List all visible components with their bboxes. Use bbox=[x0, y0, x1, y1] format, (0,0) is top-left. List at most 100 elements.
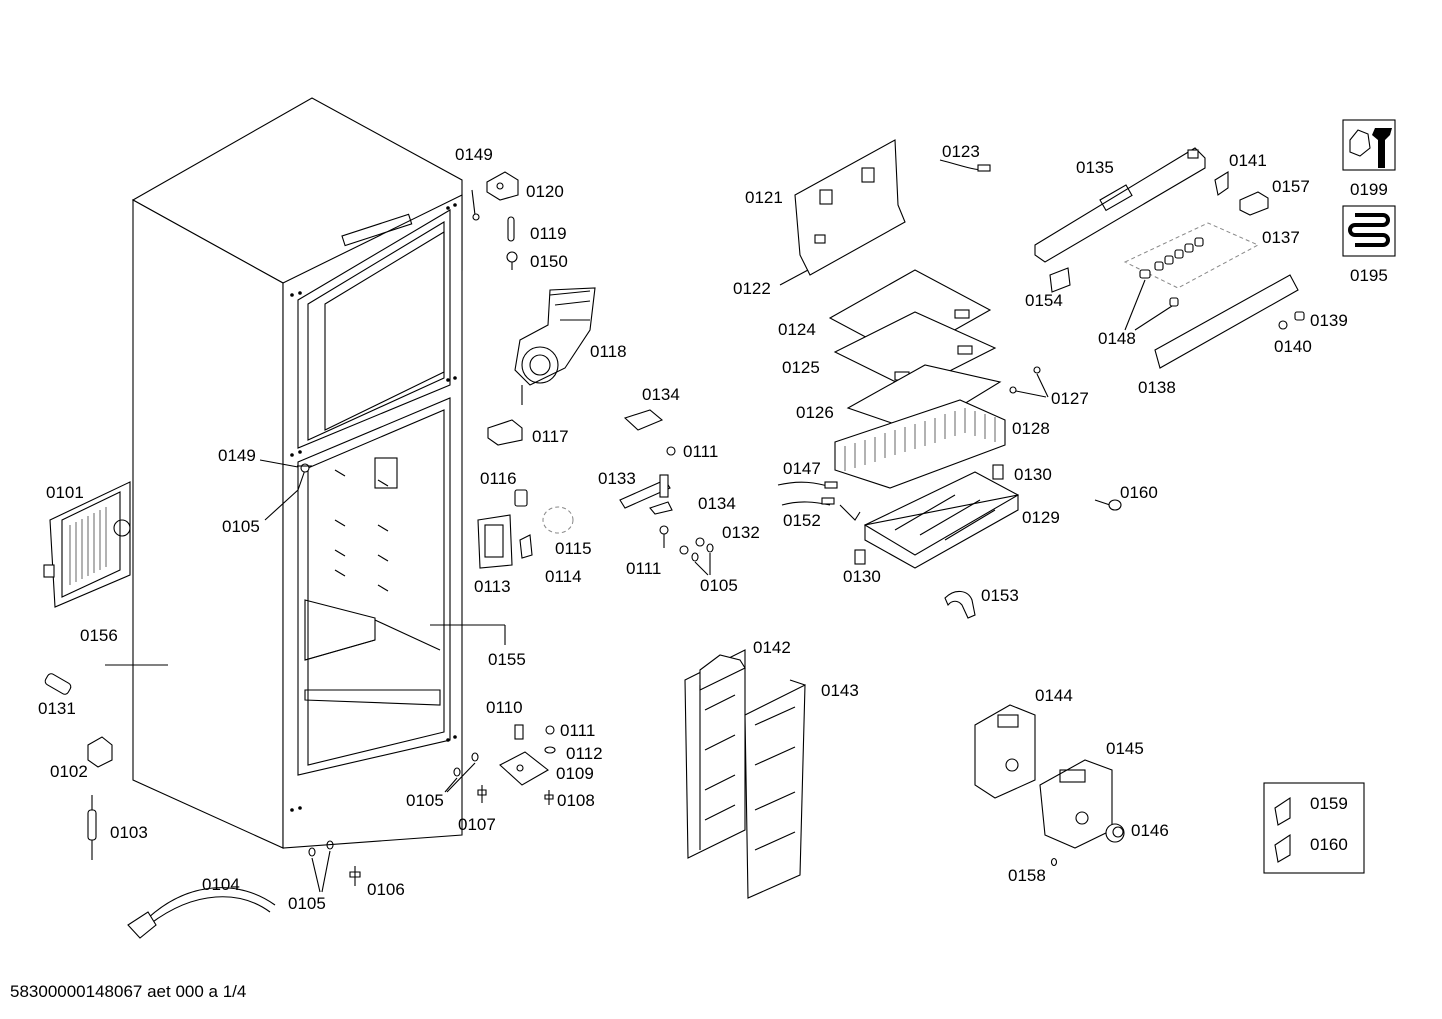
label-0108: 0108 bbox=[557, 791, 595, 810]
part-0102 bbox=[87, 736, 113, 768]
label-0125: 0125 bbox=[782, 358, 820, 377]
label-0158: 0158 bbox=[1008, 866, 1046, 885]
duct-0143 bbox=[744, 679, 806, 899]
label-0135: 0135 bbox=[1076, 158, 1114, 177]
label-0159: 0159 bbox=[1310, 794, 1348, 813]
wire-0123 bbox=[939, 159, 991, 172]
label-0143: 0143 bbox=[821, 681, 859, 700]
hinge-lower-0109 bbox=[499, 724, 556, 805]
label-0146: 0146 bbox=[1131, 821, 1169, 840]
part-0103 bbox=[87, 795, 97, 860]
label-0131: 0131 bbox=[38, 699, 76, 718]
heating-coil-icon bbox=[1342, 205, 1396, 257]
label-0155: 0155 bbox=[488, 650, 526, 669]
wires-0147-0152 bbox=[777, 481, 861, 521]
cabinet-0156 bbox=[105, 97, 506, 849]
label-0134-lower: 0134 bbox=[698, 494, 736, 513]
part-0114 bbox=[519, 534, 533, 559]
label-0144: 0144 bbox=[1035, 686, 1073, 705]
screw-0149-top bbox=[471, 189, 480, 221]
label-0130-top: 0130 bbox=[1014, 465, 1052, 484]
label-0149-top: 0149 bbox=[455, 145, 493, 164]
label-0117: 0117 bbox=[532, 427, 569, 446]
label-0126: 0126 bbox=[796, 403, 834, 422]
cover-0121 bbox=[794, 139, 906, 276]
label-0149-side: 0149 bbox=[218, 446, 256, 465]
label-0106: 0106 bbox=[367, 880, 405, 899]
bracket-0134-top bbox=[623, 409, 664, 431]
label-0123: 0123 bbox=[942, 142, 980, 161]
part-0115 bbox=[542, 506, 574, 534]
part-0157 bbox=[1239, 191, 1269, 216]
power-cord-0104 bbox=[127, 887, 276, 939]
tray-0129 bbox=[863, 471, 1020, 569]
label-0111-top: 0111 bbox=[683, 442, 719, 461]
part-0154 bbox=[1049, 267, 1071, 293]
label-0111-mid: 0111 bbox=[626, 559, 662, 578]
label-0137: 0137 bbox=[1262, 228, 1300, 247]
label-0139: 0139 bbox=[1310, 311, 1348, 330]
switch-0117 bbox=[487, 419, 523, 446]
label-0121: 0121 bbox=[745, 188, 783, 207]
fan-0118 bbox=[514, 287, 596, 405]
housing-0145 bbox=[1039, 759, 1113, 849]
part-0160 bbox=[1094, 499, 1122, 511]
label-0154: 0154 bbox=[1025, 291, 1063, 310]
leader-lines bbox=[259, 269, 809, 521]
label-0153: 0153 bbox=[981, 586, 1019, 605]
legend-box bbox=[1263, 782, 1365, 874]
label-0124: 0124 bbox=[778, 320, 816, 339]
hinge-0120 bbox=[486, 171, 519, 201]
label-0132: 0132 bbox=[722, 523, 760, 542]
duct-0142 bbox=[684, 649, 746, 859]
keys-0137 bbox=[1123, 222, 1260, 289]
strip-0138 bbox=[1154, 274, 1299, 369]
part-0131 bbox=[44, 673, 72, 695]
label-0104: 0104 bbox=[202, 875, 240, 894]
clips-0130 bbox=[854, 464, 1004, 565]
label-0142: 0142 bbox=[753, 638, 791, 657]
label-0141: 0141 bbox=[1229, 151, 1267, 170]
label-0107: 0107 bbox=[458, 815, 496, 834]
label-0140: 0140 bbox=[1274, 337, 1312, 356]
label-0101: 0101 bbox=[46, 483, 84, 502]
label-0156: 0156 bbox=[80, 626, 118, 645]
label-0102: 0102 bbox=[50, 762, 88, 781]
parts-0148 bbox=[1124, 269, 1179, 331]
label-0112: 0112 bbox=[566, 744, 603, 763]
label-0138: 0138 bbox=[1138, 378, 1176, 397]
small-screws-middle bbox=[659, 446, 714, 576]
label-0145: 0145 bbox=[1106, 739, 1144, 758]
pin-0119 bbox=[507, 216, 515, 242]
label-0110: 0110 bbox=[486, 698, 523, 717]
knob-0146 bbox=[1105, 823, 1125, 843]
part-0116 bbox=[514, 489, 528, 507]
evaporator-0128 bbox=[834, 399, 1006, 489]
part-0141 bbox=[1214, 171, 1229, 196]
label-0105-side: 0105 bbox=[222, 517, 260, 536]
label-0130-bottom: 0130 bbox=[843, 567, 881, 586]
label-0118: 0118 bbox=[590, 342, 627, 361]
label-0114: 0114 bbox=[545, 567, 582, 586]
label-0115: 0115 bbox=[555, 539, 592, 558]
label-0152: 0152 bbox=[783, 511, 821, 530]
cover-0113 bbox=[477, 514, 513, 569]
bracket-0133 bbox=[619, 474, 671, 509]
label-0150: 0150 bbox=[530, 252, 568, 271]
panel-0101 bbox=[43, 481, 131, 608]
parts-0139-0140 bbox=[1278, 311, 1305, 330]
label-0119: 0119 bbox=[530, 224, 567, 243]
screw-0150 bbox=[506, 251, 518, 270]
label-0128: 0128 bbox=[1012, 419, 1050, 438]
label-0105-bottom: 0105 bbox=[288, 894, 326, 913]
label-0160-main: 0160 bbox=[1120, 483, 1158, 502]
housing-0144 bbox=[974, 704, 1036, 799]
label-0116: 0116 bbox=[480, 469, 517, 488]
label-0113: 0113 bbox=[474, 577, 511, 596]
drawing-number: 58300000148067 aet 000 a 1/4 bbox=[10, 982, 247, 1001]
screws-left bbox=[297, 463, 487, 893]
label-0148: 0148 bbox=[1098, 329, 1136, 348]
label-0120: 0120 bbox=[526, 182, 564, 201]
label-0133: 0133 bbox=[598, 469, 636, 488]
